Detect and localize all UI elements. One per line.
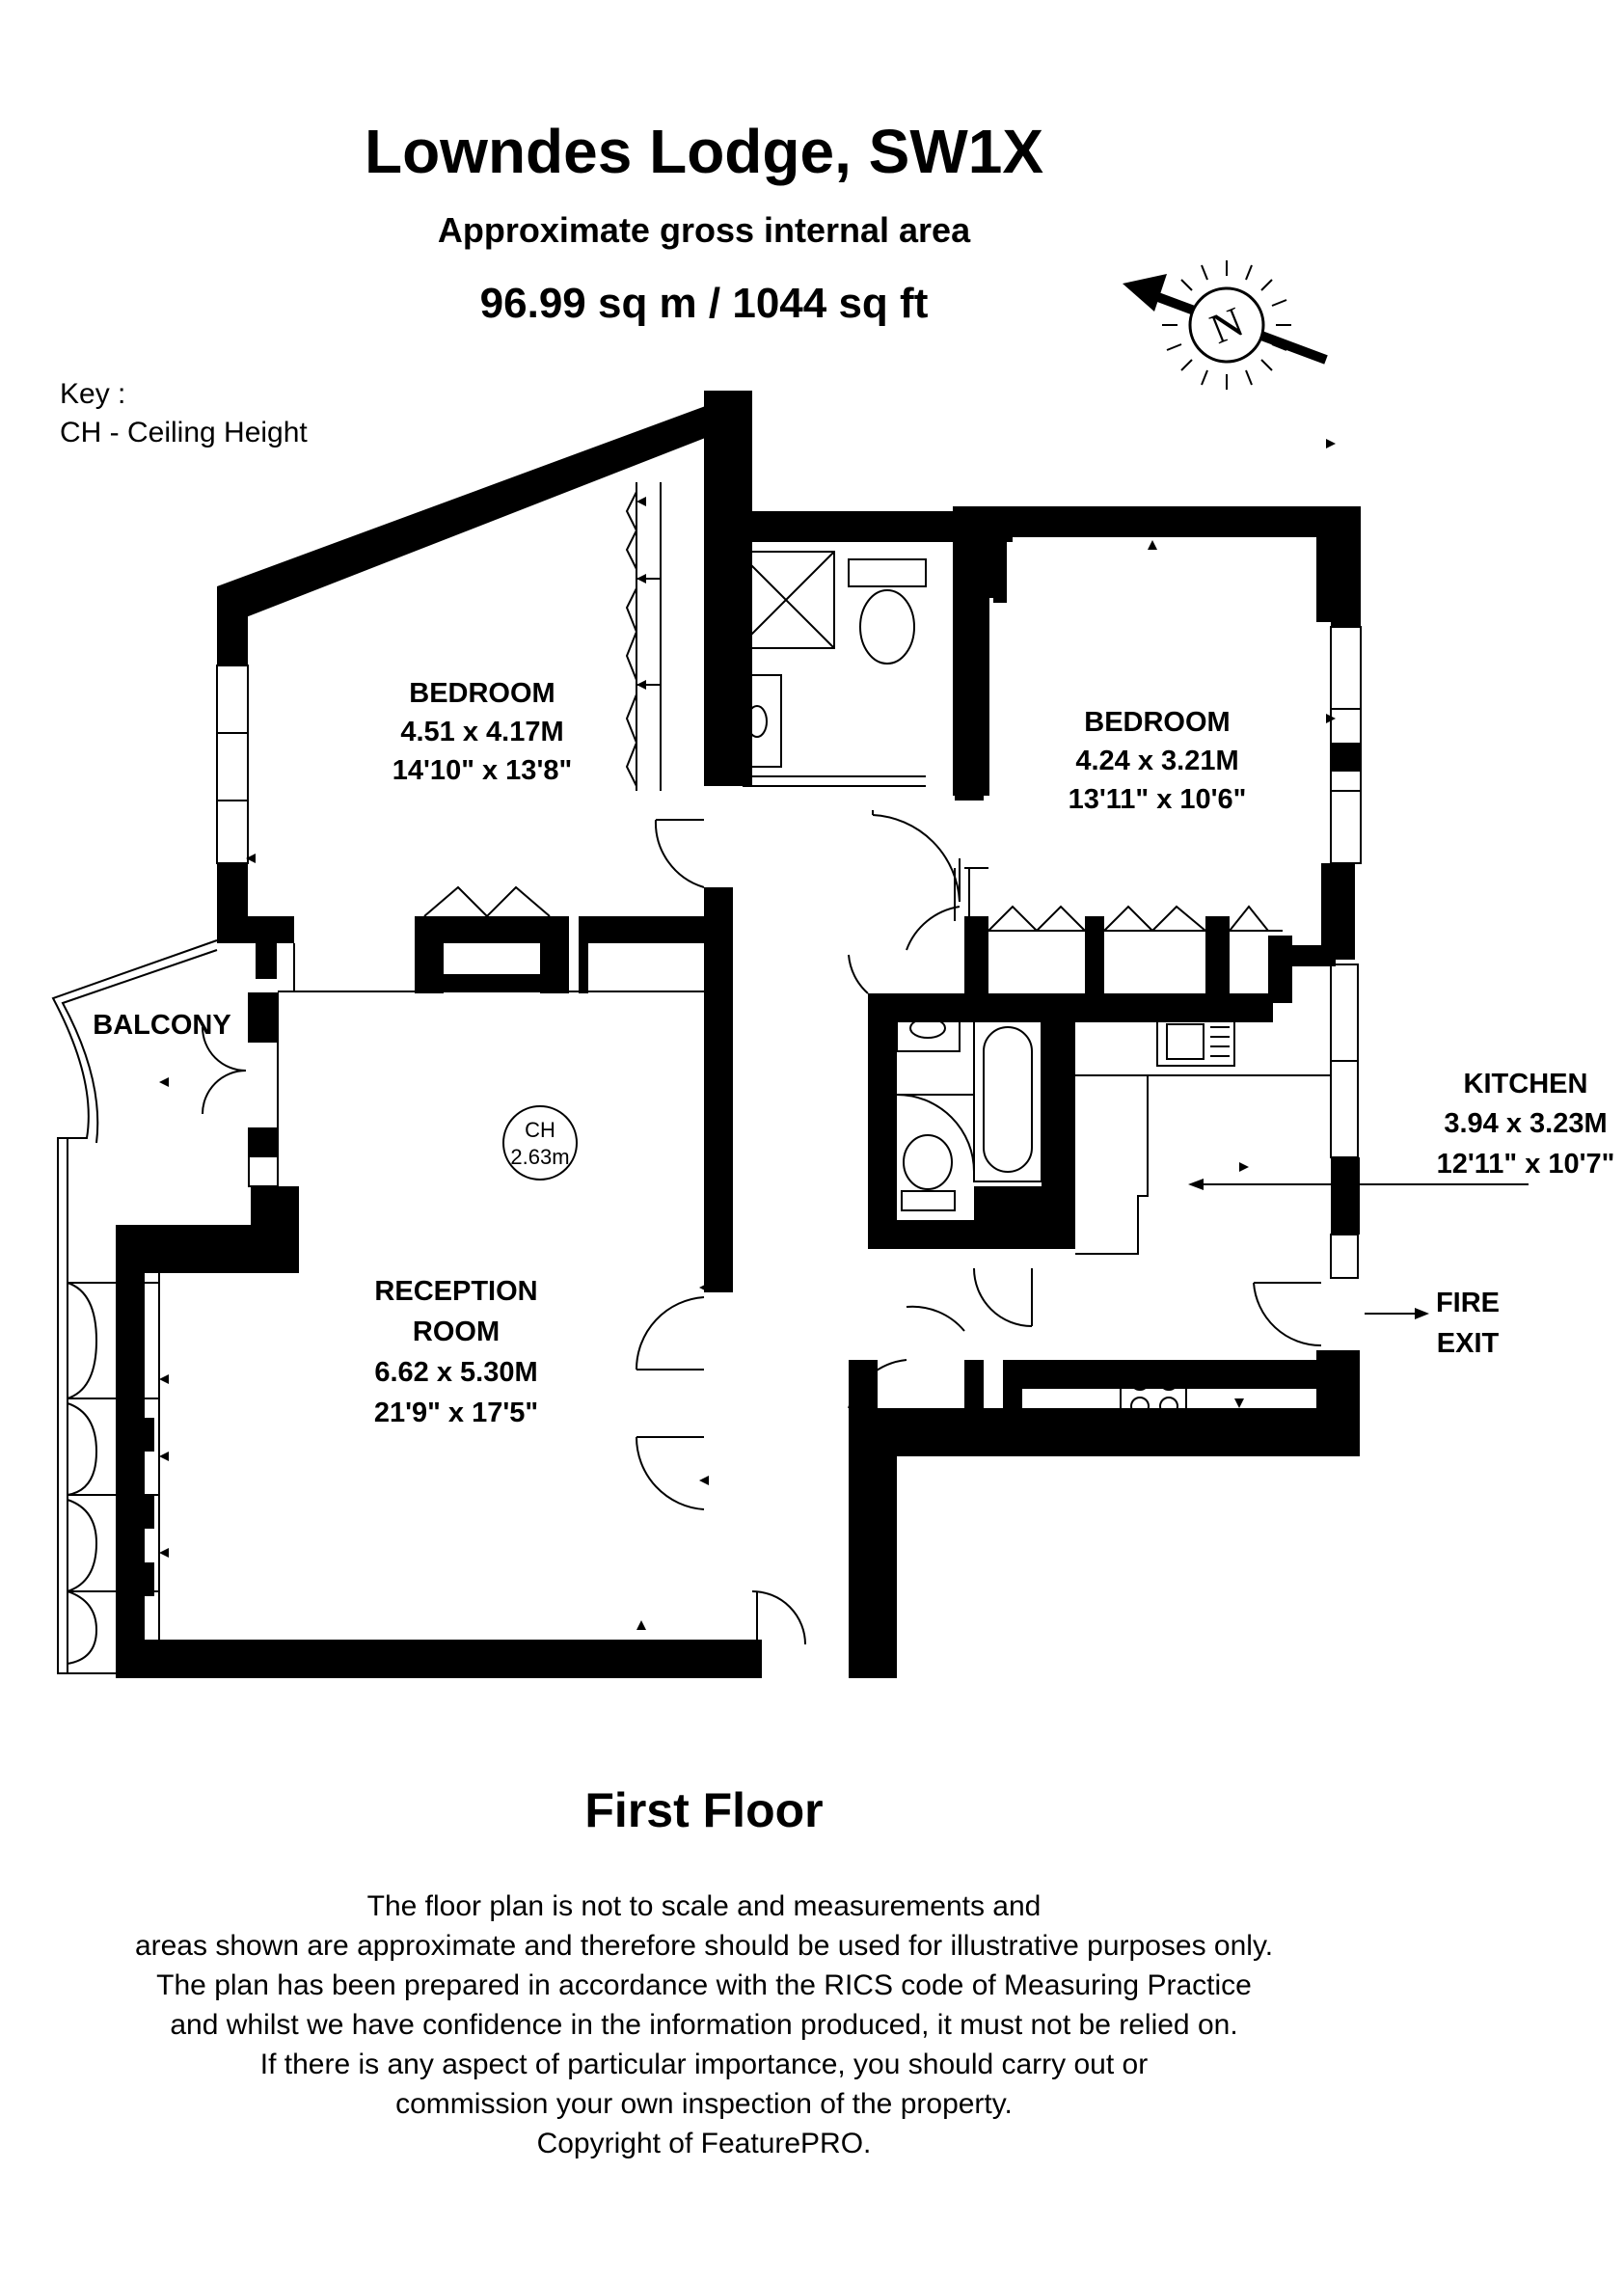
room-name: KITCHEN <box>1464 1069 1588 1099</box>
ceiling-height-marker: CH 2.63m <box>502 1105 578 1181</box>
floor-label: First Floor <box>584 1783 824 1837</box>
room-reception: RECEPTION ROOM 6.62 x 5.30M 21'9" x 17'5… <box>374 1276 538 1428</box>
door-swings <box>202 810 1322 1645</box>
compass: N <box>1123 260 1328 390</box>
room-bedroom-1: BEDROOM 4.51 x 4.17M 14'10" x 13'8" <box>392 678 572 786</box>
room-name-line1: RECEPTION <box>374 1276 537 1307</box>
fire-exit-line1: FIRE <box>1436 1288 1500 1318</box>
kitchen-pointer <box>1188 1179 1529 1190</box>
room-imperial: 12'11" x 10'7" <box>1437 1149 1615 1180</box>
disclaimer-line: Copyright of FeaturePRO. <box>536 2128 872 2159</box>
room-imperial: 21'9" x 17'5" <box>374 1398 538 1428</box>
fire-exit-label: FIRE EXIT <box>1436 1288 1500 1359</box>
room-metric: 6.62 x 5.30M <box>374 1357 537 1388</box>
fire-exit-line2: EXIT <box>1437 1328 1500 1359</box>
ceiling-height-label: CH <box>525 1118 555 1142</box>
fire-exit-arrow <box>1365 1308 1429 1319</box>
gross-area: 96.99 sq m / 1044 sq ft <box>479 280 929 327</box>
key-entry: CH - Ceiling Height <box>60 417 308 448</box>
room-name: BEDROOM <box>409 678 555 709</box>
plan-title: Lowndes Lodge, SW1X <box>364 117 1044 186</box>
plan-subtitle: Approximate gross internal area <box>437 210 971 250</box>
room-metric: 4.24 x 3.21M <box>1075 746 1238 776</box>
room-kitchen: KITCHEN 3.94 x 3.23M 12'11" x 10'7" <box>1437 1069 1615 1180</box>
disclaimer-line: and whilst we have confidence in the inf… <box>170 2009 1238 2041</box>
disclaimer-line: The floor plan is not to scale and measu… <box>366 1890 1042 1922</box>
room-imperial: 13'11" x 10'6" <box>1069 784 1247 815</box>
fixtures <box>51 482 1362 1674</box>
disclaimer-line: The plan has been prepared in accordance… <box>156 1969 1252 2001</box>
room-balcony: BALCONY <box>93 1010 230 1041</box>
room-metric: 4.51 x 4.17M <box>400 717 563 747</box>
floor-plan: N <box>51 260 1615 1678</box>
disclaimer-line: If there is any aspect of particular imp… <box>259 2049 1149 2080</box>
key-heading: Key : <box>60 378 126 410</box>
room-bedroom-2: BEDROOM 4.24 x 3.21M 13'11" x 10'6" <box>1069 707 1247 815</box>
room-imperial: 14'10" x 13'8" <box>392 755 572 786</box>
ceiling-height-value: 2.63m <box>510 1145 569 1169</box>
compass-circle <box>1188 286 1265 364</box>
room-metric: 3.94 x 3.23M <box>1444 1108 1607 1139</box>
arrow-markers <box>159 439 1336 1630</box>
compass-rays <box>1162 260 1291 390</box>
room-name: BEDROOM <box>1084 707 1230 738</box>
disclaimer-line: areas shown are approximate and therefor… <box>134 1930 1274 1962</box>
disclaimer-line: commission your own inspection of the pr… <box>395 2088 1013 2120</box>
disclaimer: The floor plan is not to scale and measu… <box>0 1886 1408 2163</box>
room-name-line2: ROOM <box>413 1316 500 1347</box>
